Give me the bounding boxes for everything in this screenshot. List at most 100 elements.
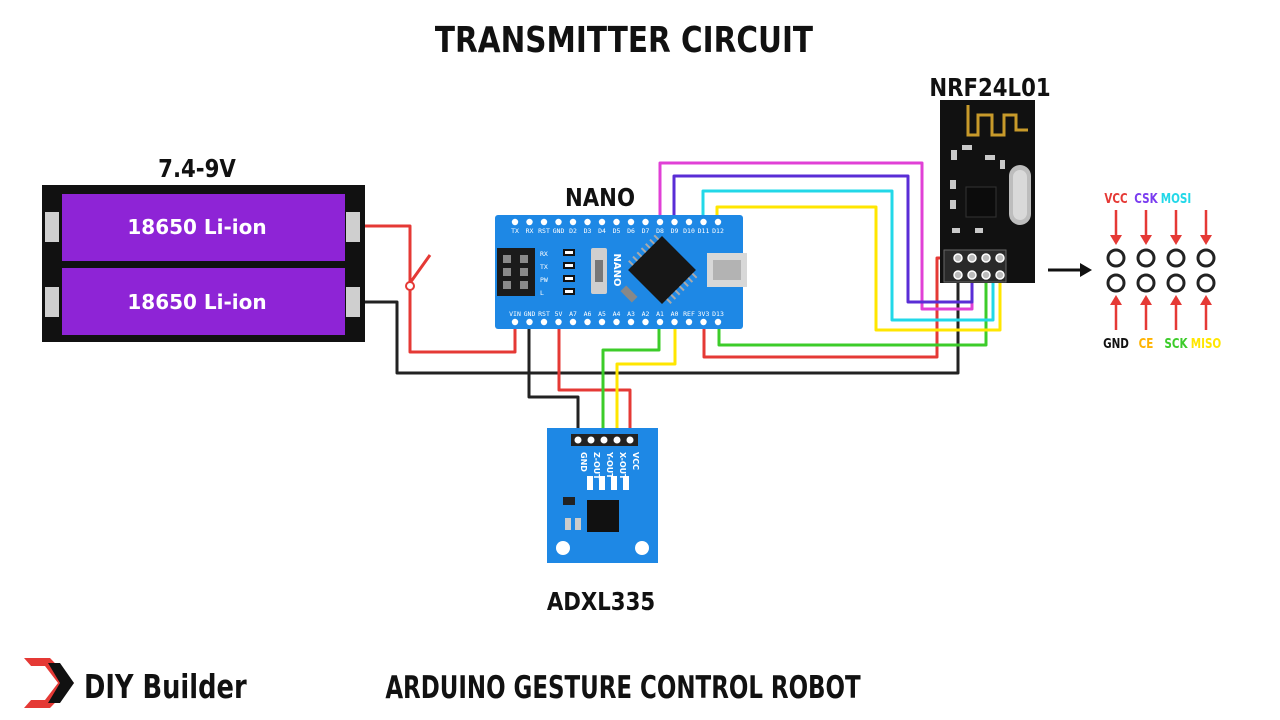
battery-cell-2-label: 18650 Li-ion (127, 290, 266, 314)
brand-name: DIY Builder (84, 668, 247, 706)
nano-bottom-pin-label: A0 (671, 310, 679, 318)
nano-bottom-pin (671, 318, 678, 326)
adxl-pin-label: VCC (631, 452, 640, 470)
adxl-label: ADXL335 (547, 587, 655, 616)
pinout-arrow (1048, 263, 1092, 277)
nano-top-pin-label: D10 (683, 227, 695, 235)
pinout-bottom-label: SCK (1164, 336, 1188, 351)
adxl-pin-label: GND (579, 452, 588, 472)
nano-bottom-pin-label: RST (538, 310, 550, 318)
wire-d13-sck (717, 275, 988, 347)
nrf-label: NRF24L01 (929, 73, 1050, 102)
battery-pack: 7.4-9V 18650 Li-ion 18650 Li-ion (42, 154, 365, 342)
wires (365, 161, 1002, 440)
switch-pivot (405, 281, 415, 291)
nrf24l01-module: NRF24L01 (929, 73, 1051, 283)
nano-top-pin-label: D5 (613, 227, 621, 235)
battery-voltage-label: 7.4-9V (158, 154, 236, 183)
nrf-header-pin (981, 270, 991, 280)
nano-top-pin (656, 218, 664, 226)
pinout-top-label: VCC (1104, 191, 1127, 206)
nano-top-pin (642, 218, 649, 226)
nano-top-pin (613, 218, 620, 226)
nano-top-pin (569, 218, 577, 226)
nano-bottom-pin-label: A6 (584, 310, 592, 318)
nano-bottom-pin (700, 318, 707, 326)
nano-bottom-pin-label: REF (683, 310, 695, 318)
nano-led-label: RX (540, 250, 548, 258)
nano-top-pin-label: D7 (642, 227, 650, 235)
nano-top-pin-label: RX (526, 227, 534, 235)
nano-top-pin-label: D6 (627, 227, 635, 235)
footer-subtitle: ARDUINO GESTURE CONTROL ROBOT (385, 671, 861, 706)
brand-logo: DIY Builder (24, 658, 247, 708)
arrow-up-icon (1170, 295, 1182, 305)
nrf-header-pin (995, 270, 1005, 280)
nano-bottom-pin (642, 318, 649, 326)
nano-bottom-pin-label: A4 (613, 310, 621, 318)
pinout-bottom-label: GND (1103, 336, 1129, 351)
nano-top-pin (671, 218, 678, 226)
pinout-top-label: MOSI (1161, 191, 1192, 206)
pinout-top-pin (1106, 248, 1126, 268)
battery-cell-1 (62, 194, 345, 261)
adxl-pin (587, 436, 595, 444)
arrow-down-icon (1200, 235, 1212, 245)
pinout-bottom-label: CE (1139, 336, 1154, 351)
nrf-chip (965, 186, 997, 218)
adxl-pin (613, 436, 621, 444)
nano-bottom-pin (540, 318, 548, 326)
arrow-up-icon (1140, 295, 1152, 305)
nano-bottom-pin (627, 318, 635, 326)
adxl-pin-label: Y-OUT (605, 451, 614, 479)
nano-bottom-pin (584, 318, 591, 326)
nrf-antenna-trace (966, 105, 1028, 137)
nano-top-pin-label: GND (553, 227, 565, 235)
nano-bottom-pin-label: GND (524, 310, 536, 318)
nano-bottom-pin (511, 318, 519, 326)
nano-bottom-pin (685, 318, 693, 326)
arrow-up-icon (1110, 295, 1122, 305)
nano-top-pin-label: D2 (569, 227, 577, 235)
wire-a1-yout (601, 322, 661, 440)
nano-top-pin (714, 218, 722, 226)
nano-bottom-pin (555, 318, 562, 326)
adxl-pin (626, 436, 634, 444)
nrf-header-pin (995, 253, 1005, 263)
nano-bottom-pin (526, 318, 533, 326)
arrow-down-icon (1110, 235, 1122, 245)
nano-top-pin (584, 218, 591, 226)
wire-3v3-vcc (702, 256, 944, 359)
adxl-pin-label: X-OUT (618, 452, 627, 480)
wire-d9-ce (672, 174, 974, 304)
nano-bottom-pin-label: A5 (598, 310, 606, 318)
nano-bottom-pin-label: 3V3 (698, 310, 710, 318)
battery-cell-2 (62, 268, 345, 335)
nano-top-pin-label: D3 (584, 227, 592, 235)
nrf-header-pin (953, 253, 963, 263)
wire-switch-to-vin (408, 290, 517, 354)
diagram-title: TRANSMITTER CIRCUIT (435, 18, 814, 61)
nano-bottom-pin (598, 318, 606, 326)
pinout-bottom-pin (1136, 273, 1156, 293)
nano-top-pin-label: D8 (656, 227, 664, 235)
wire-a0-xout (615, 322, 677, 440)
nrf-header-pin (953, 270, 963, 280)
adxl-pin-label: Z-OUT (592, 452, 601, 480)
nano-top-pin-label: D9 (671, 227, 679, 235)
adxl-pin (574, 436, 582, 444)
nrf-pin-header (953, 253, 1005, 280)
nano-top-pin-label: D4 (598, 227, 606, 235)
adxl-sensor-chip (587, 500, 619, 532)
pinout-bottom-pin (1196, 273, 1216, 293)
battery-cell-1-label: 18650 Li-ion (127, 215, 266, 239)
wire-d12-miso (715, 205, 1002, 332)
pinout-top-pin (1136, 248, 1156, 268)
nrf-header-pin (981, 253, 991, 263)
nano-top-pin (540, 218, 548, 226)
